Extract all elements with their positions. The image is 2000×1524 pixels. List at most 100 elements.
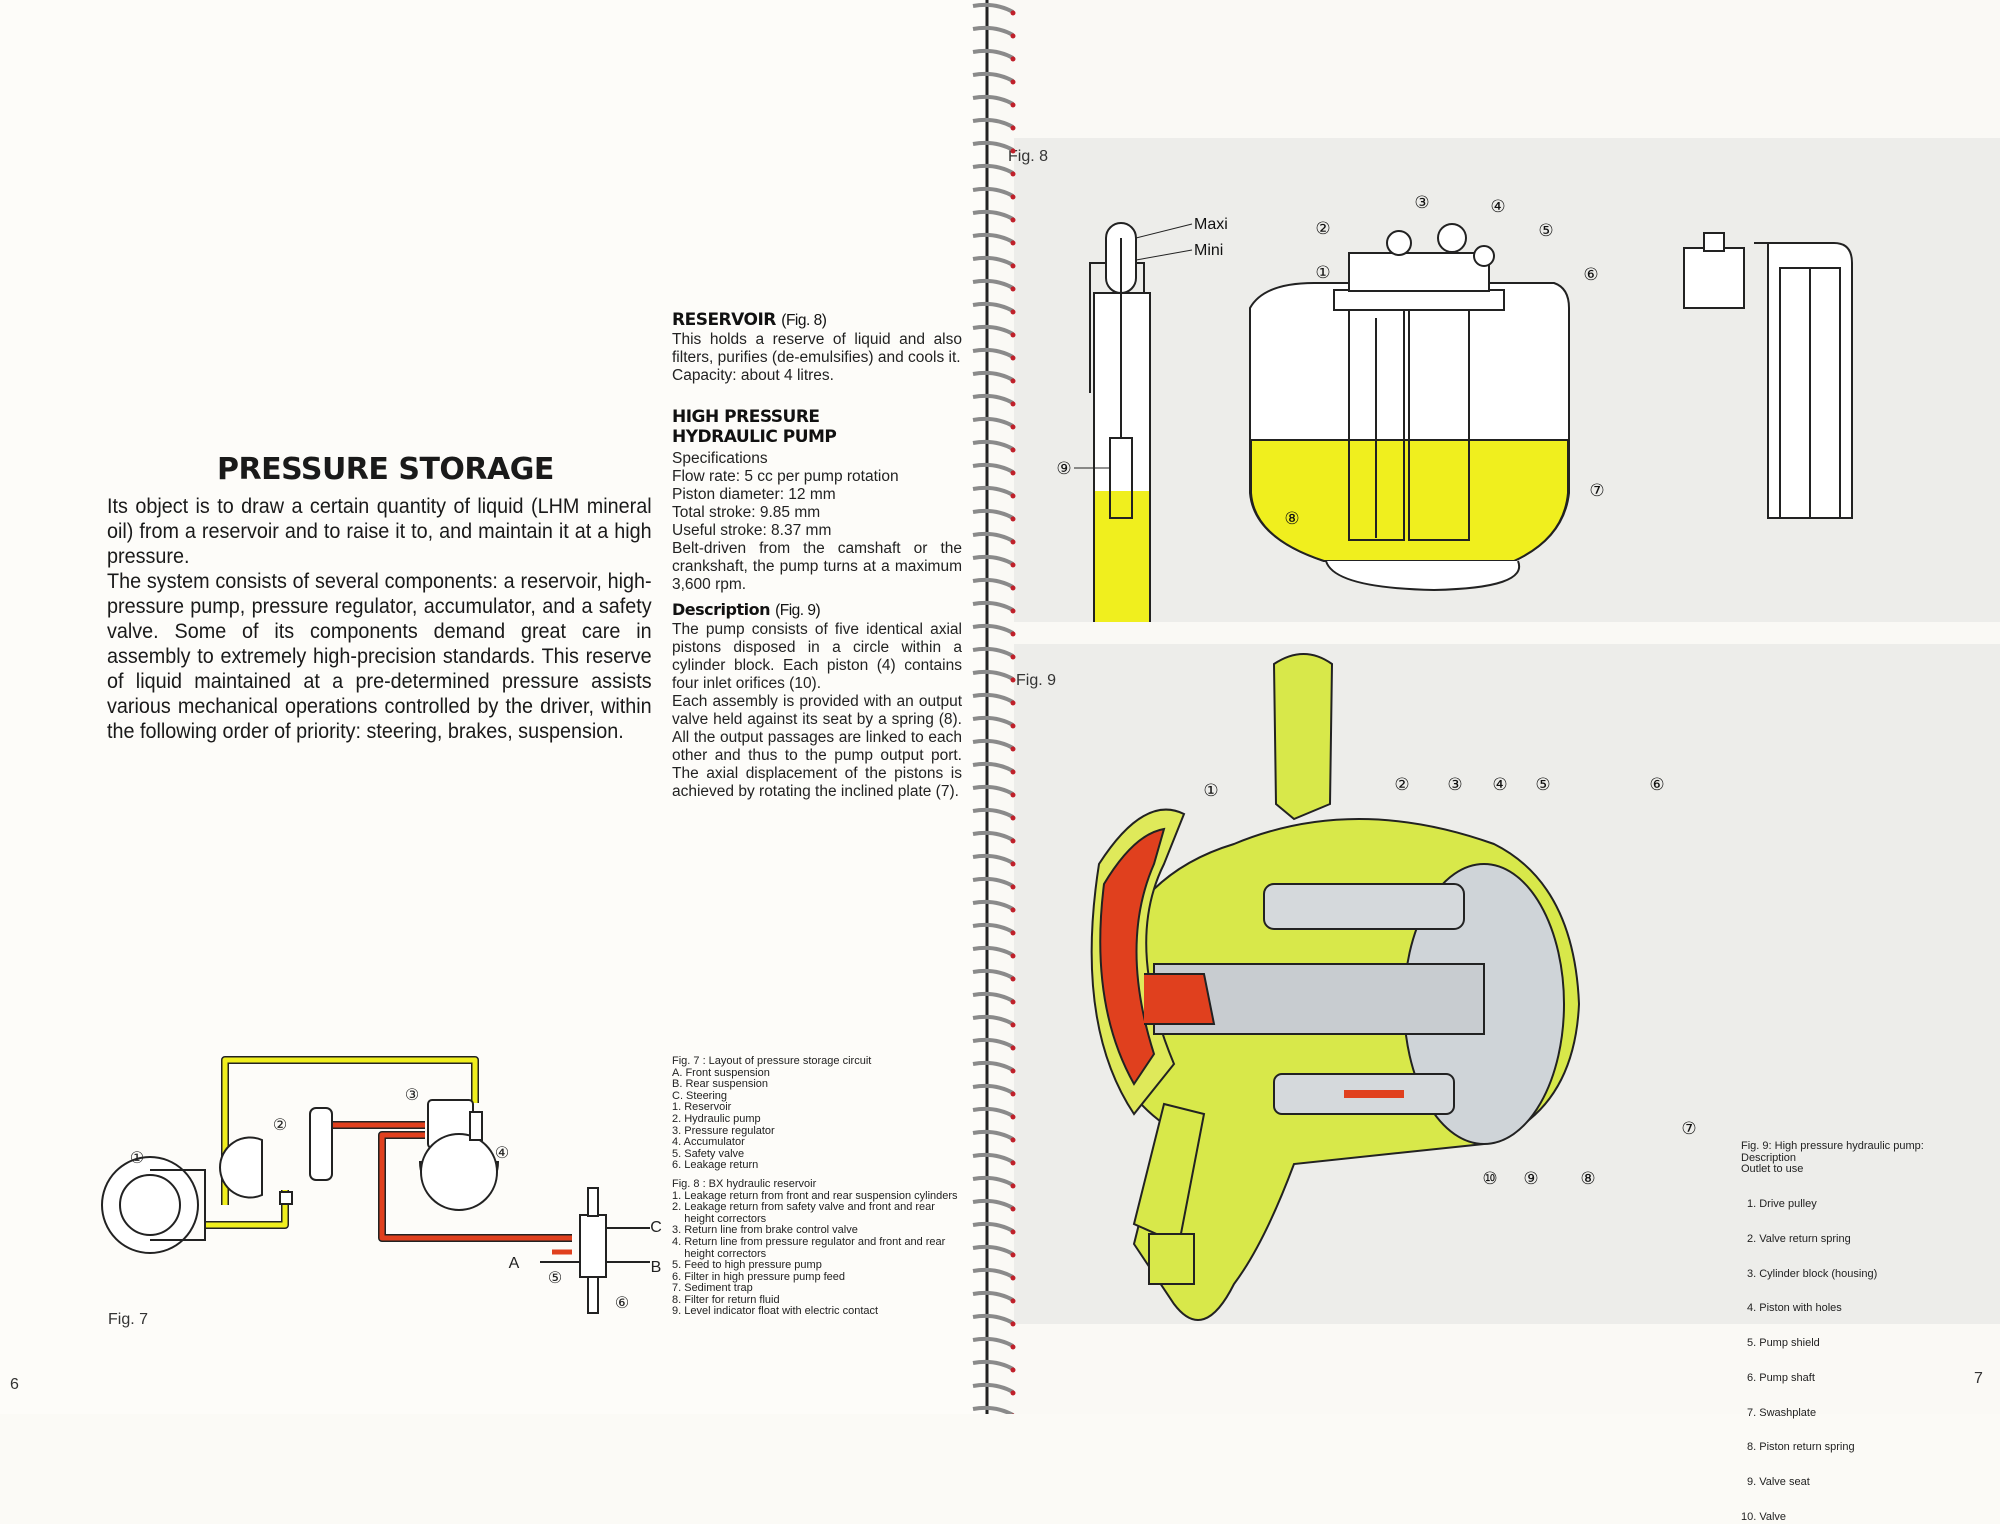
pump-heading: HIGH PRESSURE [672,407,820,427]
fig9-marker: ⑩ [1482,1169,1497,1188]
fig7-marker: ⑤ [548,1270,562,1287]
spiral-loop [972,784,1014,796]
spiral-loop [972,899,1014,911]
binding-hole [1010,792,1016,798]
fig7-marker: A [509,1255,520,1272]
spiral-loop [972,1198,1014,1210]
spiral-loop [972,577,1014,589]
spiral-loop [972,71,1014,83]
fig9-marker: ⑦ [1681,1119,1696,1138]
spiral-loop [972,439,1014,451]
pump-spec: Useful stroke: 8.37 mm [672,522,832,539]
spiral-loop [972,1336,1014,1348]
binding-hole [1010,10,1016,16]
fig8-marker: ③ [1414,193,1429,212]
binding-hole [1010,1114,1016,1120]
caption-item: 9. Valve seat [1747,1476,1810,1489]
caption-line: Description [1741,1151,1797,1164]
binding-hole [1010,286,1016,292]
binding-hole [1010,102,1016,108]
pump-symbol [219,1107,333,1205]
spiral-loop [972,278,1014,290]
fig8-marker: ⑥ [1583,265,1598,284]
binding-hole [1010,401,1016,407]
binding-hole [1010,148,1016,154]
fig9-marker: ⑧ [1580,1169,1595,1188]
fig9-label: Fig. 9 [1016,672,1057,689]
binding-hole [1010,309,1016,315]
spiral-loop [972,1244,1014,1256]
spiral-loop [972,1359,1014,1371]
spiral-loop [972,991,1014,1003]
spiral-loop [972,186,1014,198]
binding-hole [1010,171,1016,177]
fig9-marker: ③ [1447,775,1462,794]
reservoir-text: This holds a reserve of liquid and also … [672,331,962,366]
caption-item: 6. Pump shaft [1747,1371,1815,1384]
spiral-loop [972,922,1014,934]
spiral-loop [972,1037,1014,1049]
caption-item: 1. Leakage return from front and rear su… [672,1189,958,1202]
caption-item: A. Front suspension [672,1066,770,1079]
fig9-marker: ⑥ [1649,775,1664,794]
caption-item: 1. Drive pulley [1747,1197,1817,1210]
caption-item: 7. Swashplate [1747,1406,1817,1419]
reservoir-capacity: Capacity: about 4 litres. [672,367,834,384]
spiral-loop [972,1152,1014,1164]
spiral-loop [972,1014,1014,1026]
fig7-marker: ① [130,1150,144,1167]
binding-hole [1010,378,1016,384]
binding-hole [1010,746,1016,752]
maxi-label: Maxi [1194,216,1228,233]
caption-title: Fig. 9: High pressure hydraulic pump: [1741,1140,1924,1152]
spiral-loop [972,370,1014,382]
description-paragraph: The pump consists of five identical axia… [672,621,962,692]
fig9-marker: ⑨ [1523,1169,1538,1188]
spiral-loop [972,2,1014,14]
binding-hole [1010,815,1016,821]
binding-hole [1010,516,1016,522]
description-paragraph: Each assembly is provided with an output… [672,693,962,800]
binding-hole [1010,608,1016,614]
binding-hole [1010,194,1016,200]
spiral-loop [972,669,1014,681]
fig7-circuit-diagram: ① ② ③ ④ ⑤ ⑥ A B C [101,1056,662,1314]
binding-hole [1010,769,1016,775]
caption-item: 3. Return line from brake control valve [672,1224,858,1237]
binding-hole [1010,723,1016,729]
binding-hole [1010,217,1016,223]
caption-item: 2. Hydraulic pump [672,1112,761,1125]
spiral-loop [972,623,1014,635]
intro-paragraph: The system consists of several component… [107,569,652,743]
mini-label: Mini [1194,242,1223,259]
binding-hole [1010,631,1016,637]
caption-item: 5. Feed to high pressure pump [672,1259,822,1272]
spiral-loop [972,416,1014,428]
binding-hole [1010,884,1016,890]
binding-hole [1010,79,1016,85]
caption-item: 1. Reservoir [672,1101,732,1114]
caption-item: 2. Leakage return from safety valve and … [672,1201,935,1225]
fig8-reservoir-diagram: Maxi Mini ① ② ③ ④ ⑤ ⑥ ⑦ ⑧ ⑨ [1056,193,1853,622]
caption-item: 5. Pump shield [1747,1337,1820,1350]
spiral-loop [972,347,1014,359]
spiral-loop [972,1290,1014,1302]
fig7-marker: ⑥ [615,1295,629,1312]
spiral-loop [972,761,1014,773]
spiral-loop [972,554,1014,566]
spiral-binding [972,0,1016,1414]
text-column: RESERVOIR (Fig. 8) This holds a reserve … [672,310,962,801]
spiral-loop [972,968,1014,980]
spiral-loop [972,1129,1014,1141]
binding-hole [1010,861,1016,867]
description-heading: Description (Fig. 9) [672,600,962,621]
binding-hole [1010,838,1016,844]
binding-hole [1010,424,1016,430]
binding-hole [1010,930,1016,936]
spiral-loop [972,1382,1014,1394]
fig8-marker: ⑨ [1056,459,1071,478]
caption-item: C. Steering [672,1089,728,1102]
caption-item: 3. Pressure regulator [672,1124,775,1137]
fig7-marker: ④ [495,1145,509,1162]
spiral-loop [972,1405,1014,1414]
